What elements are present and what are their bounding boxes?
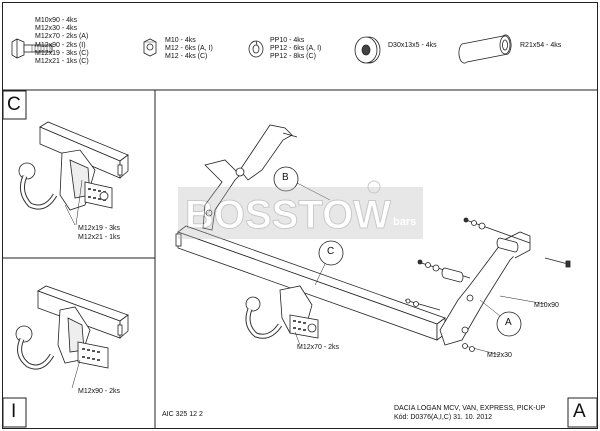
panel-c-sketch [18,121,129,226]
hardware-stack-icon [404,217,571,356]
panel-c-bolt-labels: M12x19 - 3ks M12x21 - 1ks [78,224,120,242]
drawing-code: AIC 325 12 2 [162,411,203,418]
bolt-spec-6: M12x21 - 1ks (C) [35,58,89,66]
spring-washer-spec-list: PP10 - 4ks PP12 - 6ks (A, I) PP12 - 8ks … [270,37,321,62]
panel-i-sketch [15,285,129,389]
svg-text:bars: bars [393,216,416,228]
panel-c-letter: C [7,94,21,115]
nut-spec-list: M10 - 4ks M12 - 6ks (A, I) M12 - 4ks (C) [165,37,213,62]
bolt-label-m12x70: M12x70 - 2ks [297,344,340,351]
spring-washer-spec-1: PP10 - 4ks [270,37,305,44]
bolt-label-m10x90: M10x90 [534,302,559,309]
bolt-label-m12x30: M12x30 [487,352,512,359]
panel-i-bolt-label: M12x90 - 2ks [78,388,121,395]
callout-b: B [282,172,289,183]
nut-spec-2: M12 - 6ks (A, I) [165,45,213,53]
panel-c-bolt-label-2: M12x21 - 1ks [78,234,121,241]
spring-washer-spec-3: PP12 - 8ks (C) [270,53,316,61]
corner-boxes [2,90,598,428]
bolt-spec-list: M10x90 - 4ks M12x30 - 4ks M12x70 - 2ks (… [35,17,89,66]
vehicle-title: DACIA LOGAN MCV, VAN, EXPRESS, PICK-UP [394,405,546,412]
bolt-spec-5: M12x19 - 3ks (C) [35,49,89,57]
panel-i-letter: I [11,401,17,422]
washer-icon [354,36,381,64]
bolt-spec-1: M10x90 - 4ks [35,17,78,24]
washer-spec: D30x13x5 - 4ks [388,42,437,49]
callout-c: C [327,246,335,257]
spring-washer-spec-2: PP12 - 6ks (A, I) [270,45,322,53]
nut-spec-3: M12 - 4ks (C) [165,53,208,61]
nut-spec-1: M10 - 4ks [165,37,196,44]
nut-icon [143,38,157,57]
spacer-tube-icon [458,34,512,64]
svg-text:BOSSTOW: BOSSTOW [185,193,391,237]
panel-c-bolt-label-1: M12x19 - 3ks [78,225,121,232]
kod-line: Kód: D0376(A,I,C) 31. 10. 2012 [394,414,493,421]
main-assembly-sketch [175,124,571,356]
panel-a-letter: A [573,401,586,422]
ball-coupling-icon [245,285,319,346]
bolt-icon [11,38,53,59]
bolt-spec-4: M12x90 - 2ks (I) [35,41,86,49]
watermark-logo: BOSSTOW bars [178,180,423,239]
spacer-spec: R21x54 - 4ks [520,42,562,49]
bolt-spec-3: M12x70 - 2ks (A) [35,33,89,41]
callout-a: A [505,317,512,328]
spring-washer-icon [248,40,264,58]
bolt-spec-2: M12x30 - 4ks [35,25,78,33]
title-block: DACIA LOGAN MCV, VAN, EXPRESS, PICK-UP K… [394,404,545,422]
